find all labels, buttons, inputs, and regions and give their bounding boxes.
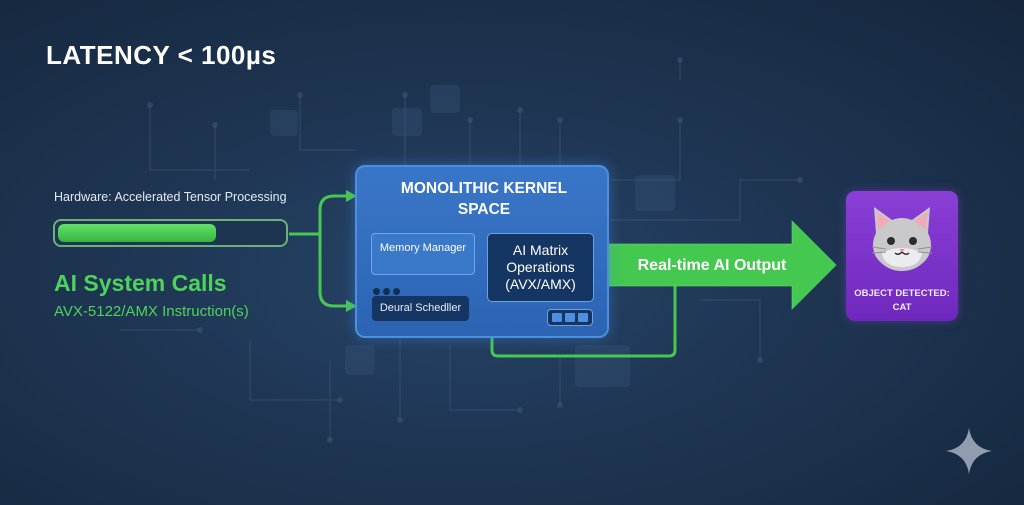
- matrix-line-2: Operations: [506, 259, 575, 275]
- input-connector: [289, 194, 348, 308]
- detection-text: OBJECT DETECTED: CAT: [846, 287, 958, 315]
- instructions-label: AVX-5122/AMX Instruction(s): [54, 303, 249, 320]
- detection-line-1: OBJECT DETECTED:: [854, 288, 950, 299]
- output-arrow-label: Real-time AI Output: [637, 257, 787, 274]
- monolithic-kernel-box: MONOLITHIC KERNEL SPACE Memory Manager D…: [355, 165, 609, 338]
- detection-result-box: OBJECT DETECTED: CAT: [846, 191, 958, 321]
- status-dot: [393, 288, 400, 295]
- matrix-line-1: AI Matrix: [512, 242, 569, 258]
- hardware-label: Hardware: Accelerated Tensor Processing: [54, 190, 287, 204]
- status-dot: [373, 288, 380, 295]
- chip-block: [578, 313, 588, 322]
- progress-fill: [58, 224, 216, 242]
- latency-title: LATENCY < 100µs: [46, 40, 277, 70]
- memory-manager-label: Memory Manager: [379, 242, 467, 254]
- scheduler-box: Deural Schedller: [372, 296, 469, 321]
- cat-face-icon: [871, 207, 933, 271]
- kernel-title-line-2: SPACE: [457, 201, 511, 218]
- output-arrow: [607, 221, 836, 309]
- chip-indicator: [547, 309, 593, 326]
- memory-manager-box: Memory Manager: [371, 233, 475, 275]
- hardware-progress-bar: [53, 219, 288, 247]
- chip-block: [552, 313, 562, 322]
- kernel-title-line-1: MONOLITHIC KERNEL: [400, 180, 568, 197]
- detection-line-2: CAT: [892, 302, 912, 313]
- kernel-title: MONOLITHIC KERNEL SPACE: [357, 178, 611, 220]
- sparkle-icon: [946, 428, 992, 474]
- syscalls-title: AI System Calls: [54, 270, 227, 296]
- ai-matrix-box: AI Matrix Operations (AVX/AMX): [487, 233, 594, 302]
- matrix-line-3: (AVX/AMX): [505, 276, 576, 292]
- scheduler-label: Deural Schedller: [379, 302, 462, 314]
- feedback-loop-connector: [490, 286, 677, 358]
- status-dot: [383, 288, 390, 295]
- chip-block: [565, 313, 575, 322]
- status-dots: [373, 282, 403, 300]
